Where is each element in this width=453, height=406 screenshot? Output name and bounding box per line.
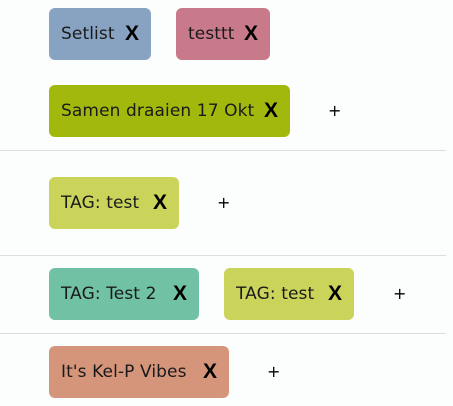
tag-chip-testtt[interactable]: testtt X bbox=[176, 8, 270, 60]
tag-label: testtt bbox=[188, 24, 235, 44]
remove-tag-icon[interactable]: X bbox=[202, 360, 217, 383]
tag-chip-kel-p-vibes[interactable]: It's Kel-P Vibes X bbox=[49, 346, 229, 398]
tag-label: Setlist bbox=[61, 24, 115, 44]
tag-label: Samen draaien 17 Okt bbox=[61, 101, 255, 121]
remove-tag-icon[interactable]: X bbox=[243, 22, 258, 45]
tag-label: TAG: test bbox=[61, 193, 140, 213]
remove-tag-icon[interactable]: X bbox=[124, 22, 139, 45]
remove-tag-icon[interactable]: X bbox=[327, 282, 342, 305]
tag-chip-setlist[interactable]: Setlist X bbox=[49, 8, 151, 60]
add-tag-icon[interactable]: + bbox=[328, 101, 342, 120]
divider bbox=[0, 333, 446, 334]
add-tag-icon[interactable]: + bbox=[217, 193, 231, 212]
remove-tag-icon[interactable]: X bbox=[263, 99, 278, 122]
tag-label: It's Kel-P Vibes bbox=[61, 362, 187, 382]
add-tag-icon[interactable]: + bbox=[393, 284, 407, 303]
divider bbox=[0, 150, 446, 151]
divider bbox=[0, 255, 446, 256]
tag-chip-tag-test-2[interactable]: TAG: Test 2 X bbox=[49, 268, 199, 320]
remove-tag-icon[interactable]: X bbox=[172, 282, 187, 305]
tag-label: TAG: Test 2 bbox=[61, 284, 157, 304]
tag-chip-tag-test[interactable]: TAG: test X bbox=[49, 177, 179, 229]
remove-tag-icon[interactable]: X bbox=[152, 191, 167, 214]
add-tag-icon[interactable]: + bbox=[267, 362, 281, 381]
tag-chip-samen-draaien[interactable]: Samen draaien 17 Okt X bbox=[49, 85, 290, 137]
tag-label: TAG: test bbox=[236, 284, 315, 304]
tag-chip-tag-test[interactable]: TAG: test X bbox=[224, 268, 354, 320]
